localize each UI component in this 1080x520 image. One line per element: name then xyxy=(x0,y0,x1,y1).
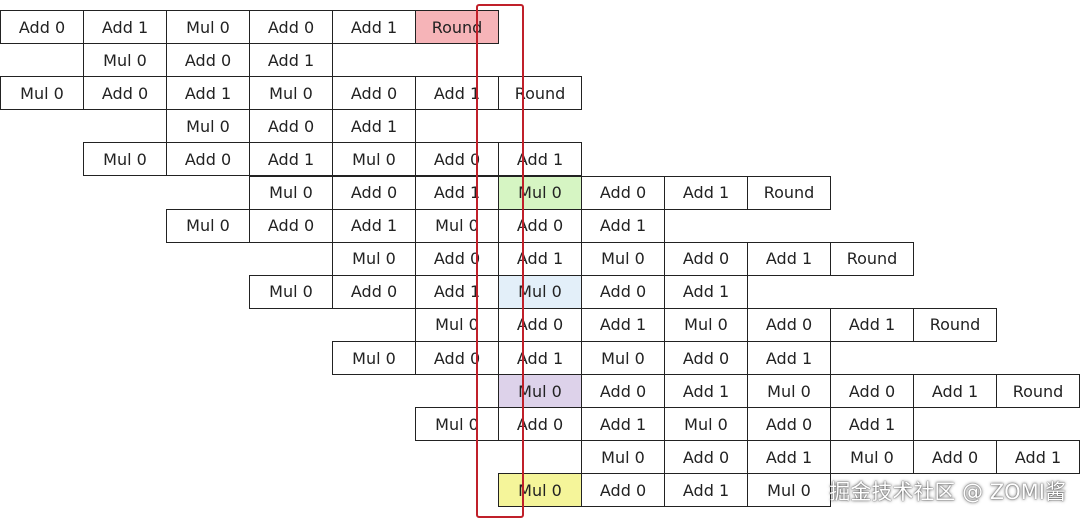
op-cell: Add 0 xyxy=(332,76,416,111)
op-cell: Mul 0 xyxy=(415,407,499,442)
op-cell: Add 0 xyxy=(83,76,167,111)
op-cell: Round xyxy=(830,241,914,276)
op-cell: Mul 0 xyxy=(332,142,416,177)
op-cell: Mul 0 xyxy=(249,274,333,309)
op-cell: Add 1 xyxy=(664,274,748,309)
op-cell: Add 0 xyxy=(664,341,748,375)
op-cell: Round xyxy=(498,76,582,111)
watermark: 掘金技术社区 @ ZOMI酱 xyxy=(829,480,1066,504)
op-cell: Add 0 xyxy=(166,142,250,177)
op-cell: Add 0 xyxy=(664,440,748,475)
op-cell-highlighted: Mul 0 xyxy=(498,274,582,309)
op-cell: Mul 0 xyxy=(581,440,665,475)
op-cell: Add 1 xyxy=(581,407,665,442)
op-cell: Add 0 xyxy=(415,341,499,375)
op-cell: Add 1 xyxy=(664,374,748,409)
op-cell: Add 0 xyxy=(498,407,582,442)
op-cell: Mul 0 xyxy=(249,76,333,111)
op-cell: Add 0 xyxy=(332,274,416,309)
op-cell: Add 1 xyxy=(498,241,582,276)
op-cell-highlighted: Mul 0 xyxy=(498,374,582,409)
op-cell: Round xyxy=(996,374,1080,409)
op-cell: Add 0 xyxy=(249,10,333,44)
op-cell: Add 1 xyxy=(498,142,582,177)
op-cell: Add 0 xyxy=(830,374,914,409)
op-cell: Add 0 xyxy=(581,374,665,409)
op-cell: Add 1 xyxy=(415,175,499,210)
op-cell: Add 1 xyxy=(581,208,665,243)
op-cell: Add 1 xyxy=(415,76,499,111)
op-cell: Mul 0 xyxy=(747,473,831,508)
op-cell: Mul 0 xyxy=(664,307,748,342)
op-cell: Add 0 xyxy=(913,440,997,475)
op-cell: Add 1 xyxy=(747,341,831,375)
op-cell: Add 1 xyxy=(498,341,582,375)
op-cell: Add 1 xyxy=(166,76,250,111)
op-cell: Add 0 xyxy=(415,142,499,177)
op-cell: Add 0 xyxy=(498,307,582,342)
op-cell: Mul 0 xyxy=(332,241,416,276)
op-cell: Add 1 xyxy=(747,241,831,276)
op-cell: Add 0 xyxy=(581,473,665,508)
op-cell: Mul 0 xyxy=(415,208,499,243)
op-cell: Add 0 xyxy=(332,175,416,210)
op-cell: Add 1 xyxy=(332,10,416,44)
op-cell: Add 1 xyxy=(830,407,914,442)
op-cell: Add 0 xyxy=(747,307,831,342)
op-cell: Add 1 xyxy=(996,440,1080,475)
op-cell: Add 1 xyxy=(747,440,831,475)
op-cell: Round xyxy=(747,175,831,210)
op-cell-highlighted: Mul 0 xyxy=(498,473,582,508)
op-cell: Mul 0 xyxy=(830,440,914,475)
op-cell: Add 0 xyxy=(249,208,333,243)
op-cell: Mul 0 xyxy=(83,142,167,177)
op-cell: Add 0 xyxy=(166,43,250,78)
op-cell: Mul 0 xyxy=(166,10,250,44)
op-cell: Mul 0 xyxy=(332,341,416,375)
op-cell: Add 0 xyxy=(498,208,582,243)
op-cell: Add 1 xyxy=(332,208,416,243)
op-cell-highlighted: Mul 0 xyxy=(498,175,582,210)
op-cell: Mul 0 xyxy=(83,43,167,78)
op-cell: Mul 0 xyxy=(0,76,84,111)
op-cell: Add 0 xyxy=(747,407,831,442)
op-cell-highlighted: Round xyxy=(415,10,499,44)
op-cell: Mul 0 xyxy=(166,109,250,144)
op-cell: Round xyxy=(913,307,997,342)
op-cell: Add 1 xyxy=(83,10,167,44)
op-cell: Add 1 xyxy=(249,43,333,78)
op-cell: Add 1 xyxy=(332,109,416,144)
op-cell: Add 1 xyxy=(664,175,748,210)
op-cell: Add 1 xyxy=(415,274,499,309)
op-cell: Add 0 xyxy=(0,10,84,44)
op-cell: Add 1 xyxy=(913,374,997,409)
op-cell: Add 1 xyxy=(249,142,333,177)
op-cell: Mul 0 xyxy=(747,374,831,409)
op-cell: Add 0 xyxy=(415,241,499,276)
op-cell: Mul 0 xyxy=(166,208,250,243)
op-cell: Mul 0 xyxy=(664,407,748,442)
op-cell: Mul 0 xyxy=(415,307,499,342)
op-cell: Add 0 xyxy=(581,175,665,210)
op-cell: Mul 0 xyxy=(581,241,665,276)
op-cell: Add 1 xyxy=(830,307,914,342)
op-cell: Mul 0 xyxy=(249,175,333,210)
op-cell: Mul 0 xyxy=(581,341,665,375)
op-cell: Add 0 xyxy=(664,241,748,276)
op-cell: Add 1 xyxy=(581,307,665,342)
op-cell: Add 1 xyxy=(664,473,748,508)
op-cell: Add 0 xyxy=(249,109,333,144)
op-cell: Add 0 xyxy=(581,274,665,309)
